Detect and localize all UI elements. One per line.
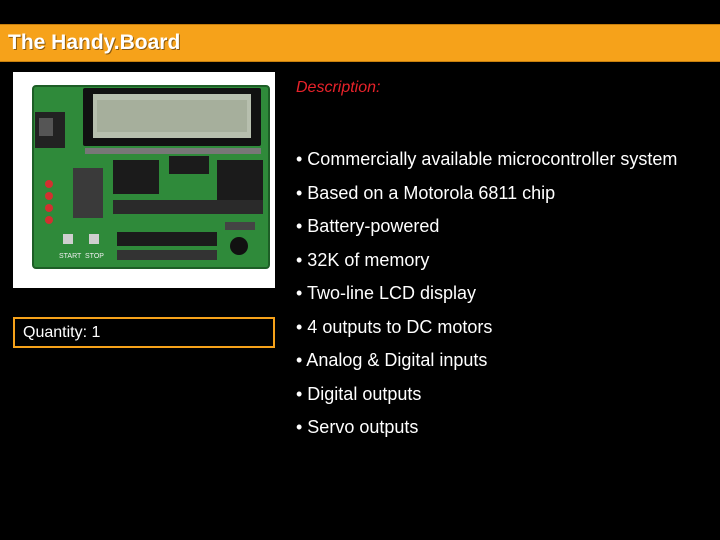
feature-item: • Digital outputs [296, 383, 422, 404]
start-button [63, 234, 73, 244]
led-2 [45, 192, 53, 200]
stop-button [89, 234, 99, 244]
led-3 [45, 204, 53, 212]
led-4 [45, 216, 53, 224]
title-bar: The Handy.Board [0, 24, 720, 62]
header-row-1 [113, 200, 263, 214]
led-1 [45, 180, 53, 188]
quantity-label: Quantity: 1 [23, 324, 101, 341]
handyboard-photo: START STOP [13, 72, 275, 288]
chip-1 [113, 160, 159, 194]
chip-3 [217, 160, 263, 200]
buzzer [230, 237, 248, 255]
header-row-2 [117, 232, 217, 246]
quantity-box: Quantity: 1 [13, 317, 275, 348]
start-silkscreen: START [59, 253, 82, 260]
feature-list: • Commercially available microcontroller… [296, 148, 696, 450]
description-heading: Description: [296, 79, 381, 96]
slide-title: The Handy.Board [8, 31, 181, 54]
chip-4 [73, 168, 103, 218]
feature-item: • 4 outputs to DC motors [296, 316, 493, 337]
feature-item: • Commercially available microcontroller… [296, 149, 678, 169]
feature-item: • Servo outputs [296, 417, 419, 437]
feature-item: • Battery-powered [296, 216, 440, 236]
stop-silkscreen: STOP [85, 253, 104, 260]
board-image: START STOP [13, 72, 275, 288]
chip-2 [169, 156, 209, 174]
header-row-3 [117, 250, 217, 260]
feature-item: • 32K of memory [296, 249, 430, 270]
feature-item: • Two-line LCD display [296, 283, 477, 303]
feature-item: • Analog & Digital inputs [296, 350, 488, 370]
feature-item: • Based on a Motorola 6811 chip [296, 182, 556, 203]
